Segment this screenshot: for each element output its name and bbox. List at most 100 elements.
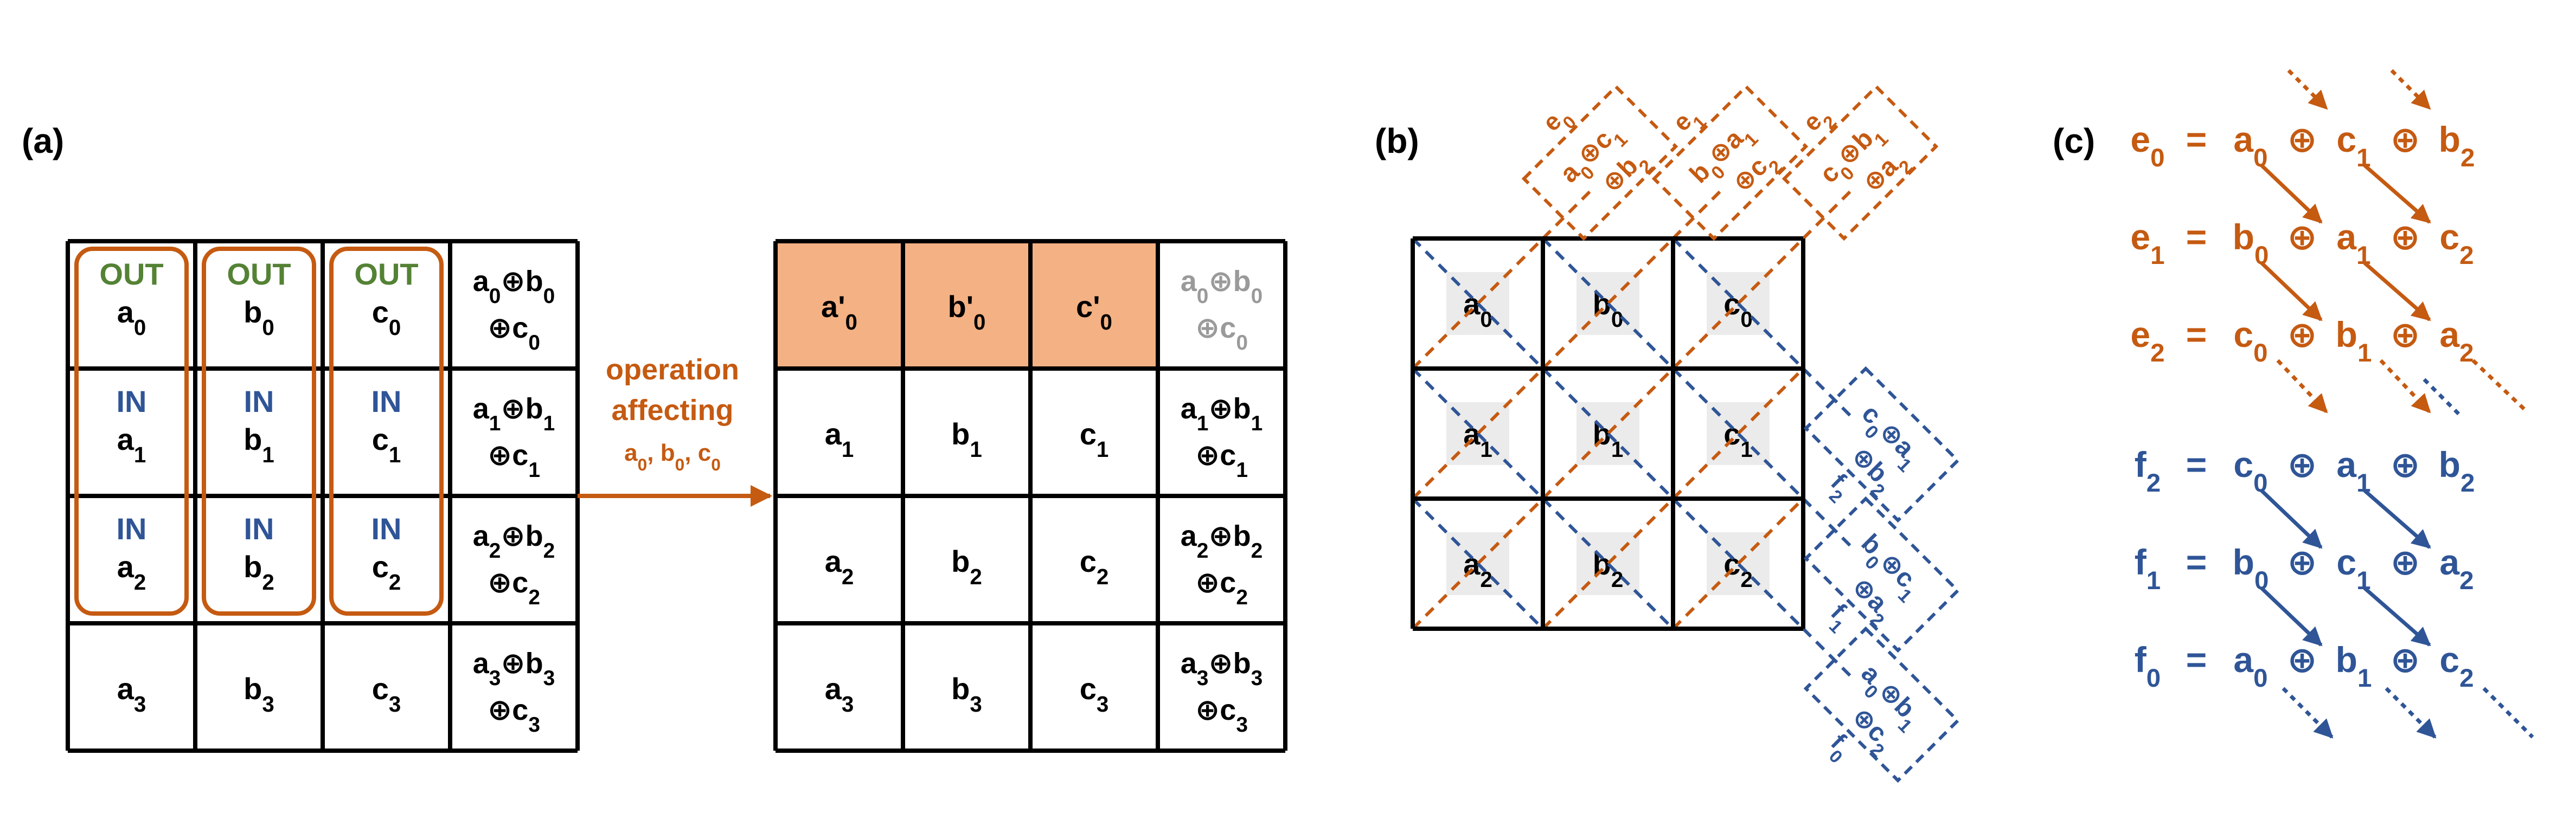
e-equation-term: b2 bbox=[2439, 119, 2475, 172]
right-grid-cell-var: a'0 bbox=[821, 289, 857, 334]
left-grid-cell-var: c3 bbox=[372, 672, 401, 717]
left-grid-parity-line2: ⊕c3 bbox=[488, 694, 540, 737]
left-grid-tag-in: IN bbox=[371, 384, 402, 418]
arrow-label-line2: affecting bbox=[611, 394, 733, 427]
left-grid-parity-line2: ⊕c1 bbox=[488, 439, 540, 482]
e-equation-xor: ⊕ bbox=[2287, 217, 2317, 257]
f-equation-xor: ⊕ bbox=[2287, 444, 2317, 485]
f-equation: f1=b0⊕c1⊕a2 bbox=[2135, 542, 2474, 595]
e-diagonal bbox=[1411, 237, 1545, 370]
f-equation-term: b1 bbox=[2336, 640, 2372, 693]
panel-a: OUTa0OUTb0OUTc0a0⊕b0⊕c0INa1INb1INc1a1⊕b1… bbox=[66, 239, 1287, 753]
e-outgoing-arrow bbox=[2379, 359, 2431, 414]
e-equation-xor: ⊕ bbox=[2287, 119, 2317, 159]
right-grid-cell-var: c1 bbox=[1080, 417, 1109, 462]
left-grid-parity-line2: ⊕c0 bbox=[488, 312, 540, 354]
left-grid-cell-var: a3 bbox=[117, 672, 146, 717]
e-diagonal-extension bbox=[1671, 185, 1726, 240]
e-equation-equals: = bbox=[2186, 119, 2207, 159]
f-equation: f0=a0⊕b1⊕c2 bbox=[2135, 640, 2474, 693]
f-diagonal-arrow bbox=[2260, 489, 2323, 549]
e-equation-equals: = bbox=[2186, 314, 2207, 354]
right-grid-parity-line1: a2⊕b2 bbox=[1181, 520, 1263, 563]
e-outgoing-arrow bbox=[2276, 359, 2328, 414]
e-equation-equals: = bbox=[2186, 217, 2207, 257]
grid-cell-var: c1 bbox=[1723, 417, 1753, 462]
right-grid-cell-var: c2 bbox=[1080, 544, 1109, 589]
right-grid-cell-var: a3 bbox=[825, 672, 854, 717]
f-diagonal-arrow bbox=[2363, 489, 2431, 549]
right-grid-cell-var: a2 bbox=[825, 544, 854, 589]
e-equation-term: a0 bbox=[2233, 119, 2267, 172]
left-grid-tag-in: IN bbox=[117, 384, 147, 418]
f-equation-lhs: f1 bbox=[2135, 542, 2161, 595]
e-equation-xor: ⊕ bbox=[2390, 119, 2420, 159]
left-grid-cell-var: c0 bbox=[372, 295, 401, 340]
f-equation-xor: ⊕ bbox=[2390, 542, 2420, 582]
right-grid-parity-line2: ⊕c3 bbox=[1195, 694, 1248, 737]
e-equation-xor: ⊕ bbox=[2287, 314, 2317, 354]
left-grid-cell-var: a0 bbox=[117, 295, 146, 340]
e-incoming-arrow bbox=[2390, 69, 2431, 110]
e-diagonal-arrow bbox=[2260, 164, 2323, 224]
f-outgoing-arrow bbox=[2482, 687, 2534, 739]
e-equation-lhs: e0 bbox=[2130, 119, 2164, 172]
e-parity-box-frame bbox=[1782, 84, 1939, 241]
right-grid-parity-line2: ⊕c0 bbox=[1195, 312, 1248, 354]
left-grid-tag-in: IN bbox=[244, 384, 274, 418]
right-grid-parity-line1: a3⊕b3 bbox=[1181, 647, 1263, 690]
column-frame bbox=[329, 247, 444, 616]
f-equation-equals: = bbox=[2186, 542, 2207, 582]
left-grid-cell-var: b3 bbox=[243, 672, 274, 717]
e-equation-term: c0 bbox=[2233, 314, 2267, 367]
left-grid-cell-var: c1 bbox=[372, 422, 401, 467]
f-equation: f2=c0⊕a1⊕b2 bbox=[2135, 444, 2475, 498]
f-diagonal-arrow bbox=[2260, 586, 2323, 647]
e-equation-xor: ⊕ bbox=[2390, 314, 2420, 354]
f-equation-xor: ⊕ bbox=[2390, 640, 2420, 680]
arrow-label-vars: a0, b0, c0 bbox=[624, 440, 721, 474]
f-equation-term: b0 bbox=[2233, 542, 2269, 595]
e-diagonal-arrow bbox=[2363, 261, 2431, 321]
f-equation-term: a0 bbox=[2233, 640, 2267, 693]
right-grid-parity-line1: a1⊕b1 bbox=[1181, 392, 1263, 435]
panel-b-label: (b) bbox=[1375, 121, 1419, 160]
left-grid-cell-var: b0 bbox=[243, 295, 274, 340]
f-equation-xor: ⊕ bbox=[2287, 640, 2317, 680]
left-grid-cell-var: b1 bbox=[243, 422, 274, 467]
e-diagonal-extension bbox=[1541, 185, 1596, 240]
right-grid-cell-fill bbox=[776, 241, 903, 369]
f-equation-lhs: f0 bbox=[2135, 640, 2161, 693]
right-grid-cell-var: b3 bbox=[951, 672, 982, 717]
right-grid-cell-var: c3 bbox=[1080, 672, 1109, 717]
e-parity-box-frame bbox=[1521, 84, 1678, 241]
left-grid-tag-in: IN bbox=[371, 512, 402, 546]
f-outgoing-arrow bbox=[2385, 687, 2437, 739]
left-grid-cell-var: a2 bbox=[117, 550, 146, 595]
e-incoming-arrow bbox=[2287, 69, 2328, 110]
f-diagonal-extension bbox=[1802, 367, 1854, 419]
f-diagonal bbox=[1411, 367, 1675, 630]
left-grid-parity-line1: a2⊕b2 bbox=[473, 520, 555, 563]
right-grid-parity-line1: a0⊕b0 bbox=[1181, 265, 1263, 308]
f-equation-term: b2 bbox=[2439, 444, 2475, 498]
f-incoming-arrow bbox=[2423, 378, 2464, 419]
e-equation-term: c2 bbox=[2439, 217, 2474, 270]
left-grid-parity-line1: a0⊕b0 bbox=[473, 265, 555, 308]
right-grid-cell-var: c'0 bbox=[1076, 289, 1112, 334]
left-grid-tag-out: OUT bbox=[227, 257, 291, 291]
f-equation-lhs: f2 bbox=[2135, 444, 2161, 498]
left-grid-cell-var: b2 bbox=[243, 550, 274, 595]
panel-c-label: (c) bbox=[2053, 121, 2095, 160]
e-parity-box-label: e1 bbox=[1667, 100, 1710, 143]
panel-a-label: (a) bbox=[22, 121, 64, 160]
left-grid-parity-line1: a1⊕b1 bbox=[473, 392, 555, 435]
f-diagonal bbox=[1541, 237, 1805, 500]
